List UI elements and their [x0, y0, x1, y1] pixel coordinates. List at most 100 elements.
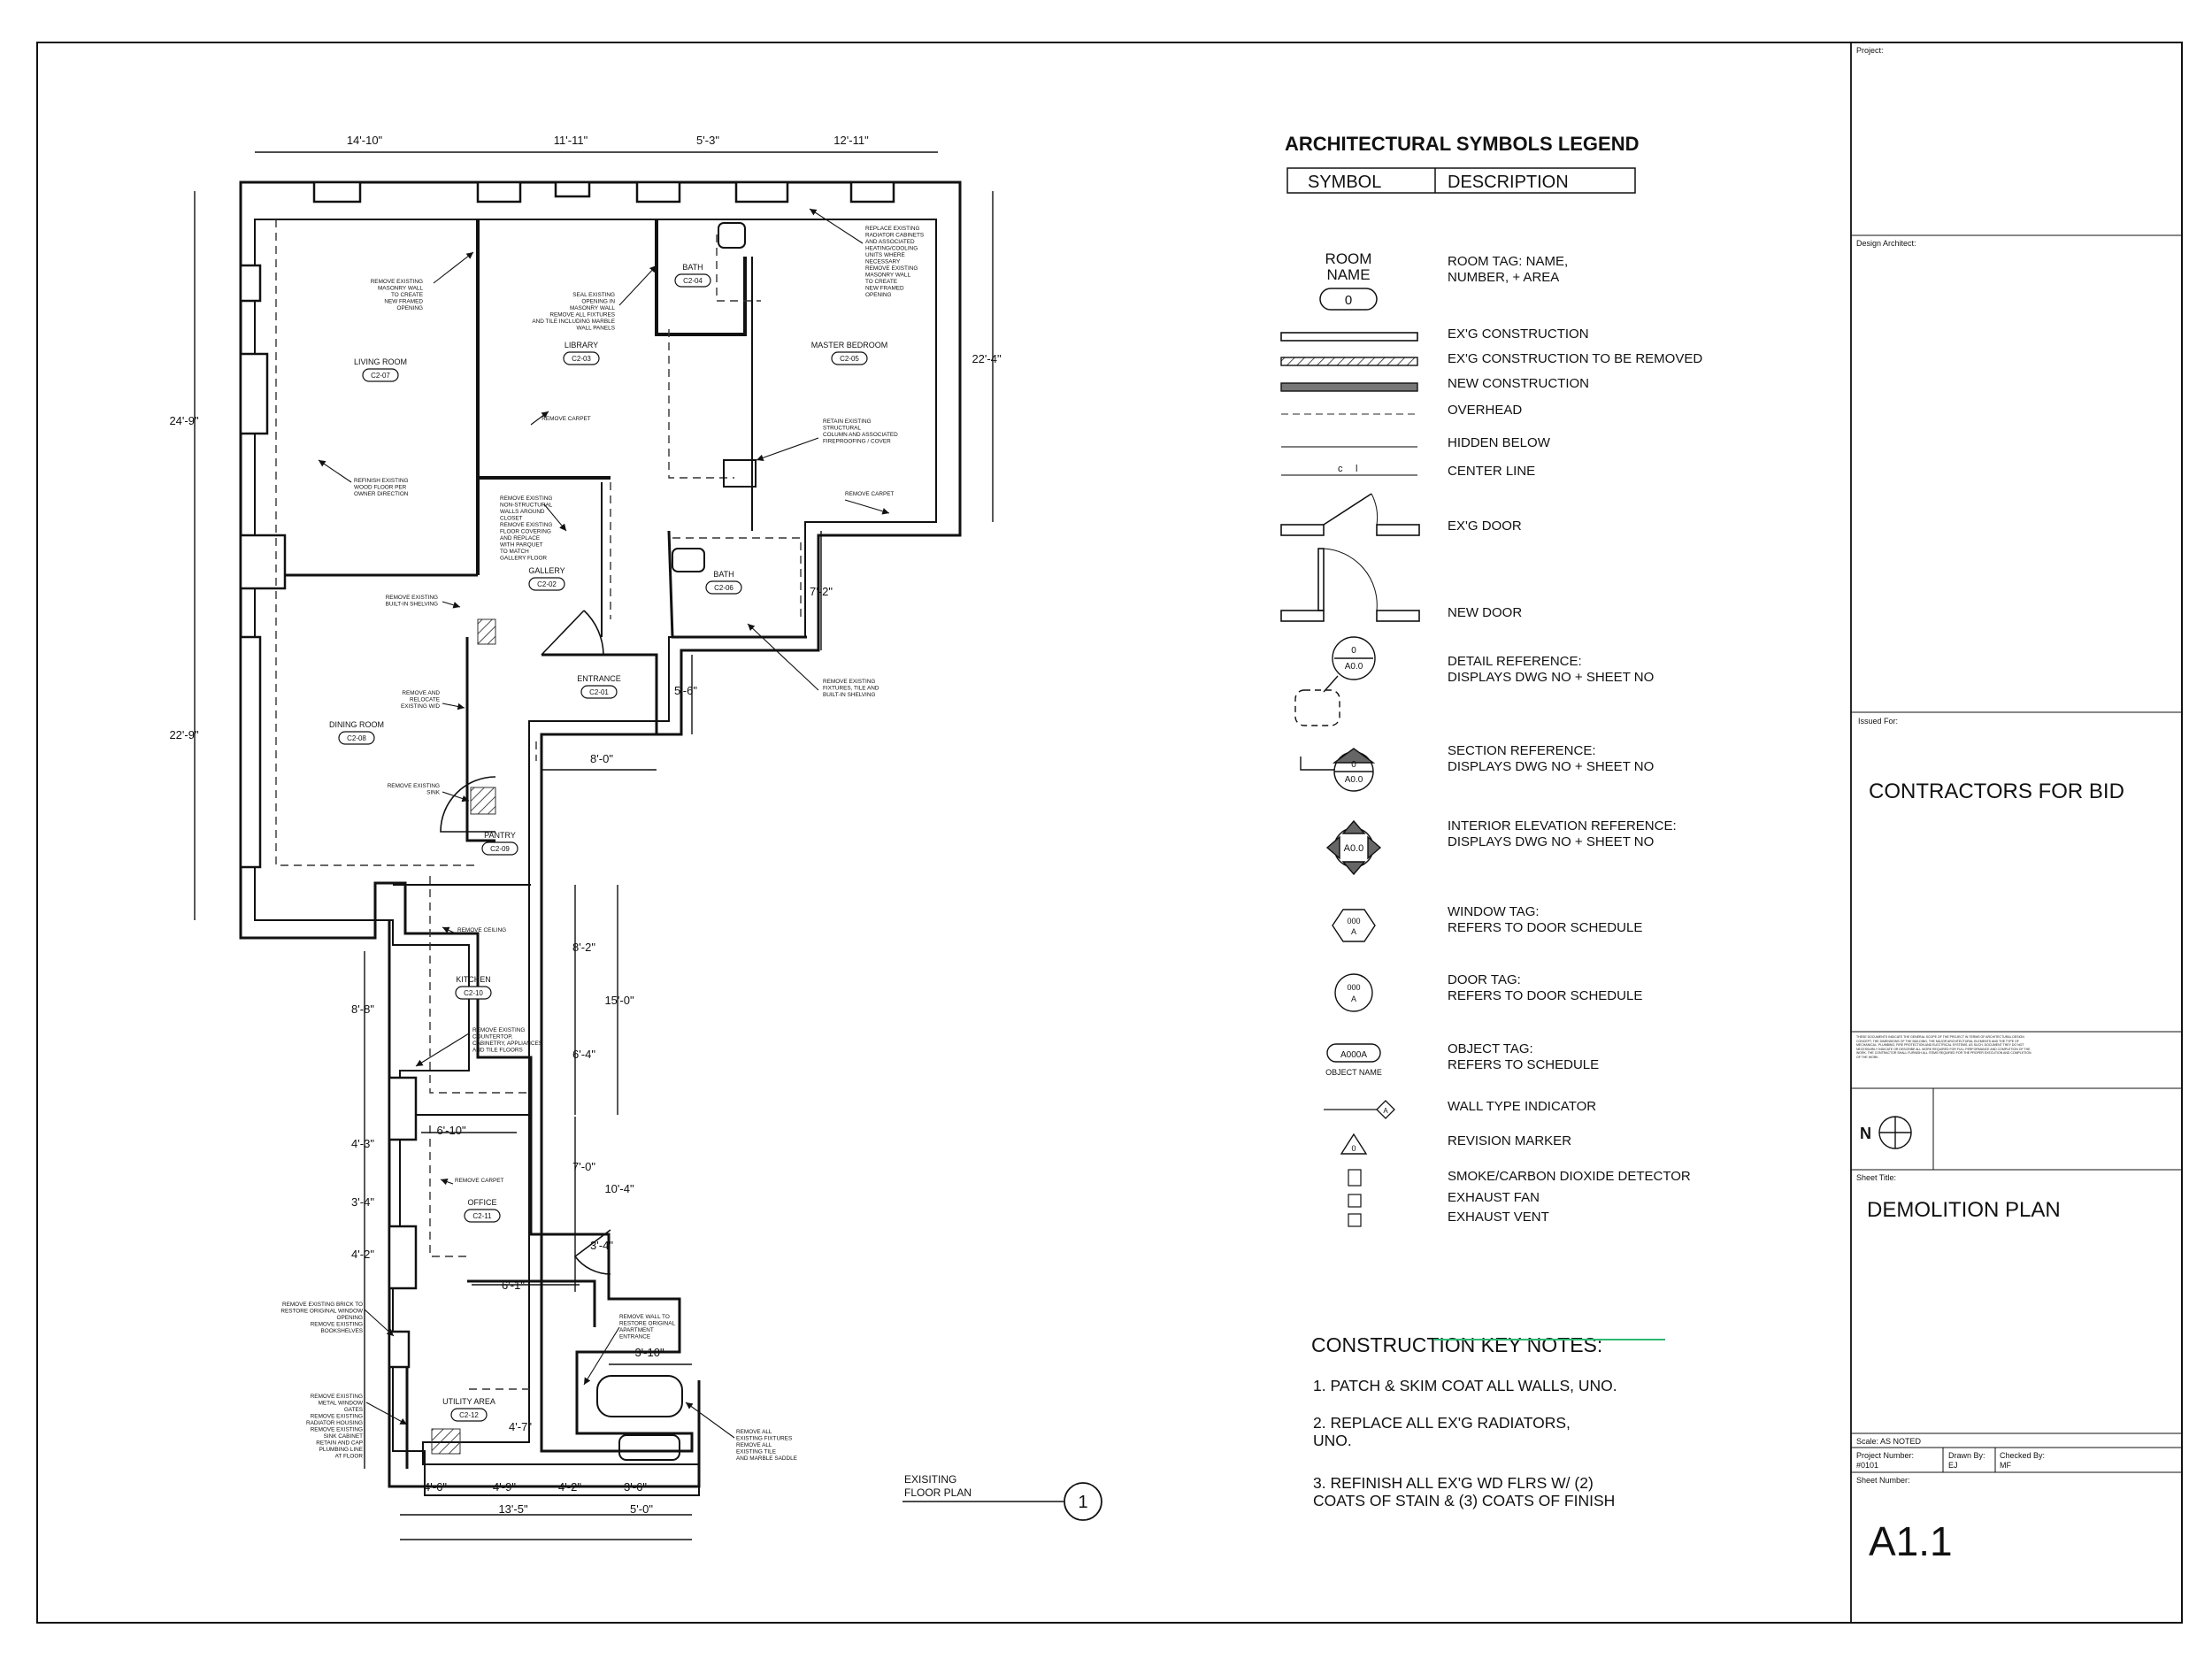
svg-text:REPLACE EXISTING: REPLACE EXISTING [865, 226, 919, 232]
legend-item-description: HIDDEN BELOW [1448, 435, 1551, 450]
svg-text:REMOVE EXISTING: REMOVE EXISTING [500, 522, 552, 528]
svg-text:CLOSET: CLOSET [500, 516, 523, 522]
removed-walls-hatch [431, 618, 496, 1455]
svg-text:PLUMBING LINE: PLUMBING LINE [319, 1447, 363, 1453]
svg-text:REMOVE EXISTING: REMOVE EXISTING [311, 1322, 363, 1328]
svg-text:GATES: GATES [344, 1407, 363, 1413]
room-name: BATH [682, 263, 703, 272]
door-tag-symbol: 000 A [1334, 973, 1373, 1012]
dimension-label: 4'-2" [351, 1248, 374, 1261]
room-name: LIVING ROOM [354, 357, 407, 366]
sheet-number-label: Sheet Number: [1856, 1476, 1910, 1485]
svg-text:RETAIN AND CAP: RETAIN AND CAP [316, 1440, 363, 1447]
room-name: PANTRY [484, 831, 516, 840]
svg-text:GALLERY FLOOR: GALLERY FLOOR [500, 556, 547, 562]
legend-col-symbol: SYMBOL [1308, 173, 1381, 192]
sheet-title-label: Sheet Title: [1856, 1173, 1896, 1182]
svg-text:EXISTING FIXTURES: EXISTING FIXTURES [736, 1436, 792, 1442]
svg-text:STRUCTURAL: STRUCTURAL [823, 426, 861, 432]
demolition-note: REMOVE CARPET [541, 416, 590, 422]
leader-arrow [433, 251, 474, 284]
svg-text:HEATING/COOLING: HEATING/COOLING [865, 246, 918, 252]
svg-text:MASONRY WALL: MASONRY WALL [865, 273, 910, 279]
plan-lower-wall [388, 920, 701, 1488]
disclaimer-text: THESE DOCUMENTS INDICATE THE GENERAL SCO… [1856, 1035, 2032, 1059]
leader-arrow [530, 411, 549, 426]
svg-text:TO CREATE: TO CREATE [391, 292, 423, 298]
room-tag: MASTER BEDROOM C2-05 [811, 341, 888, 365]
dimension-label: 3'-6" [624, 1480, 647, 1494]
svg-text:RELOCATE: RELOCATE [410, 697, 440, 703]
legend-item-description: REFERS TO DOOR SCHEDULE [1448, 988, 1642, 1003]
svg-text:A: A [1383, 1107, 1388, 1115]
svg-text:000: 000 [1347, 917, 1360, 926]
room-name: DINING ROOM [329, 720, 384, 729]
svg-text:REFINISH EXISTING: REFINISH EXISTING [354, 478, 408, 484]
leader-arrow [844, 499, 890, 515]
room-name: OFFICE [468, 1198, 497, 1207]
scale-value: Scale: AS NOTED [1856, 1437, 1922, 1446]
svg-text:OPENING IN: OPENING IN [581, 299, 615, 305]
plan-dimensions [194, 151, 994, 1540]
legend-item-description: OVERHEAD [1448, 403, 1522, 418]
symbols-legend: ARCHITECTURAL SYMBOLS LEGEND SYMBOL DESC… [1280, 133, 1702, 1227]
leader-arrow [543, 503, 567, 532]
room-name: MASTER BEDROOM [811, 341, 888, 349]
dimension-label: 3'-4" [590, 1239, 613, 1252]
svg-text:FIXTURES, TILE AND: FIXTURES, TILE AND [823, 686, 879, 692]
svg-text:ENTRANCE: ENTRANCE [619, 1334, 650, 1340]
svg-text:OBJECT NAME: OBJECT NAME [1325, 1068, 1382, 1077]
legend-item-description: SECTION REFERENCE: [1448, 743, 1596, 758]
wall-type-symbol: A [1324, 1100, 1395, 1119]
dimension-label: 12'-11" [833, 134, 869, 147]
issued-for-label: Issued For: [1858, 717, 1898, 726]
window-piers [239, 180, 895, 1369]
svg-text:UNITS WHERE: UNITS WHERE [865, 252, 905, 258]
dimension-label: 4'-6" [424, 1480, 447, 1494]
svg-text:AND MARBLE SADDLE: AND MARBLE SADDLE [736, 1455, 797, 1462]
svg-text:A0.0: A0.0 [1345, 662, 1363, 672]
room-code: C2-05 [840, 355, 859, 363]
legend-item-description: NUMBER, + AREA [1448, 270, 1559, 285]
dimension-label: 11'-11" [554, 134, 588, 147]
leader-arrow [440, 1178, 454, 1186]
view-number: 1 [1078, 1493, 1087, 1512]
svg-text:REMOVE EXISTING: REMOVE EXISTING [500, 495, 552, 502]
svg-text:REMOVE WALL TO: REMOVE WALL TO [619, 1314, 670, 1320]
svg-text:TO MATCH: TO MATCH [500, 549, 529, 555]
legend-title: ARCHITECTURAL SYMBOLS LEGEND [1285, 133, 1640, 155]
room-code: C2-08 [347, 734, 366, 742]
keynotes-title: CONSTRUCTION KEY NOTES: [1311, 1333, 1602, 1356]
dimension-label: 8'-8" [351, 1002, 374, 1016]
leader-arrow [809, 208, 864, 244]
room-code: C2-06 [714, 584, 733, 592]
leader-arrow [318, 459, 352, 483]
floor-plan [239, 180, 962, 1496]
window-tag-symbol: 000 A [1332, 909, 1376, 942]
svg-text:REMOVE EXISTING: REMOVE EXISTING [311, 1394, 363, 1400]
dimension-label: 7'-2" [810, 585, 833, 598]
svg-text:SINK: SINK [426, 790, 441, 796]
room-name: UTILITY AREA [442, 1397, 495, 1406]
partition-library-bath [655, 219, 747, 336]
svg-text:REMOVE EXISTING: REMOVE EXISTING [472, 1027, 525, 1033]
dimension-label: 4'-2" [558, 1480, 581, 1494]
leader-arrow [442, 703, 465, 710]
legend-item-description: DISPLAYS DWG NO + SHEET NO [1448, 759, 1654, 774]
overhead-dashed-lines [275, 219, 802, 1390]
checked-by-label: Checked By: [2000, 1451, 2045, 1460]
north-label: N [1860, 1125, 1871, 1142]
svg-text:APARTMENT: APARTMENT [619, 1327, 654, 1333]
